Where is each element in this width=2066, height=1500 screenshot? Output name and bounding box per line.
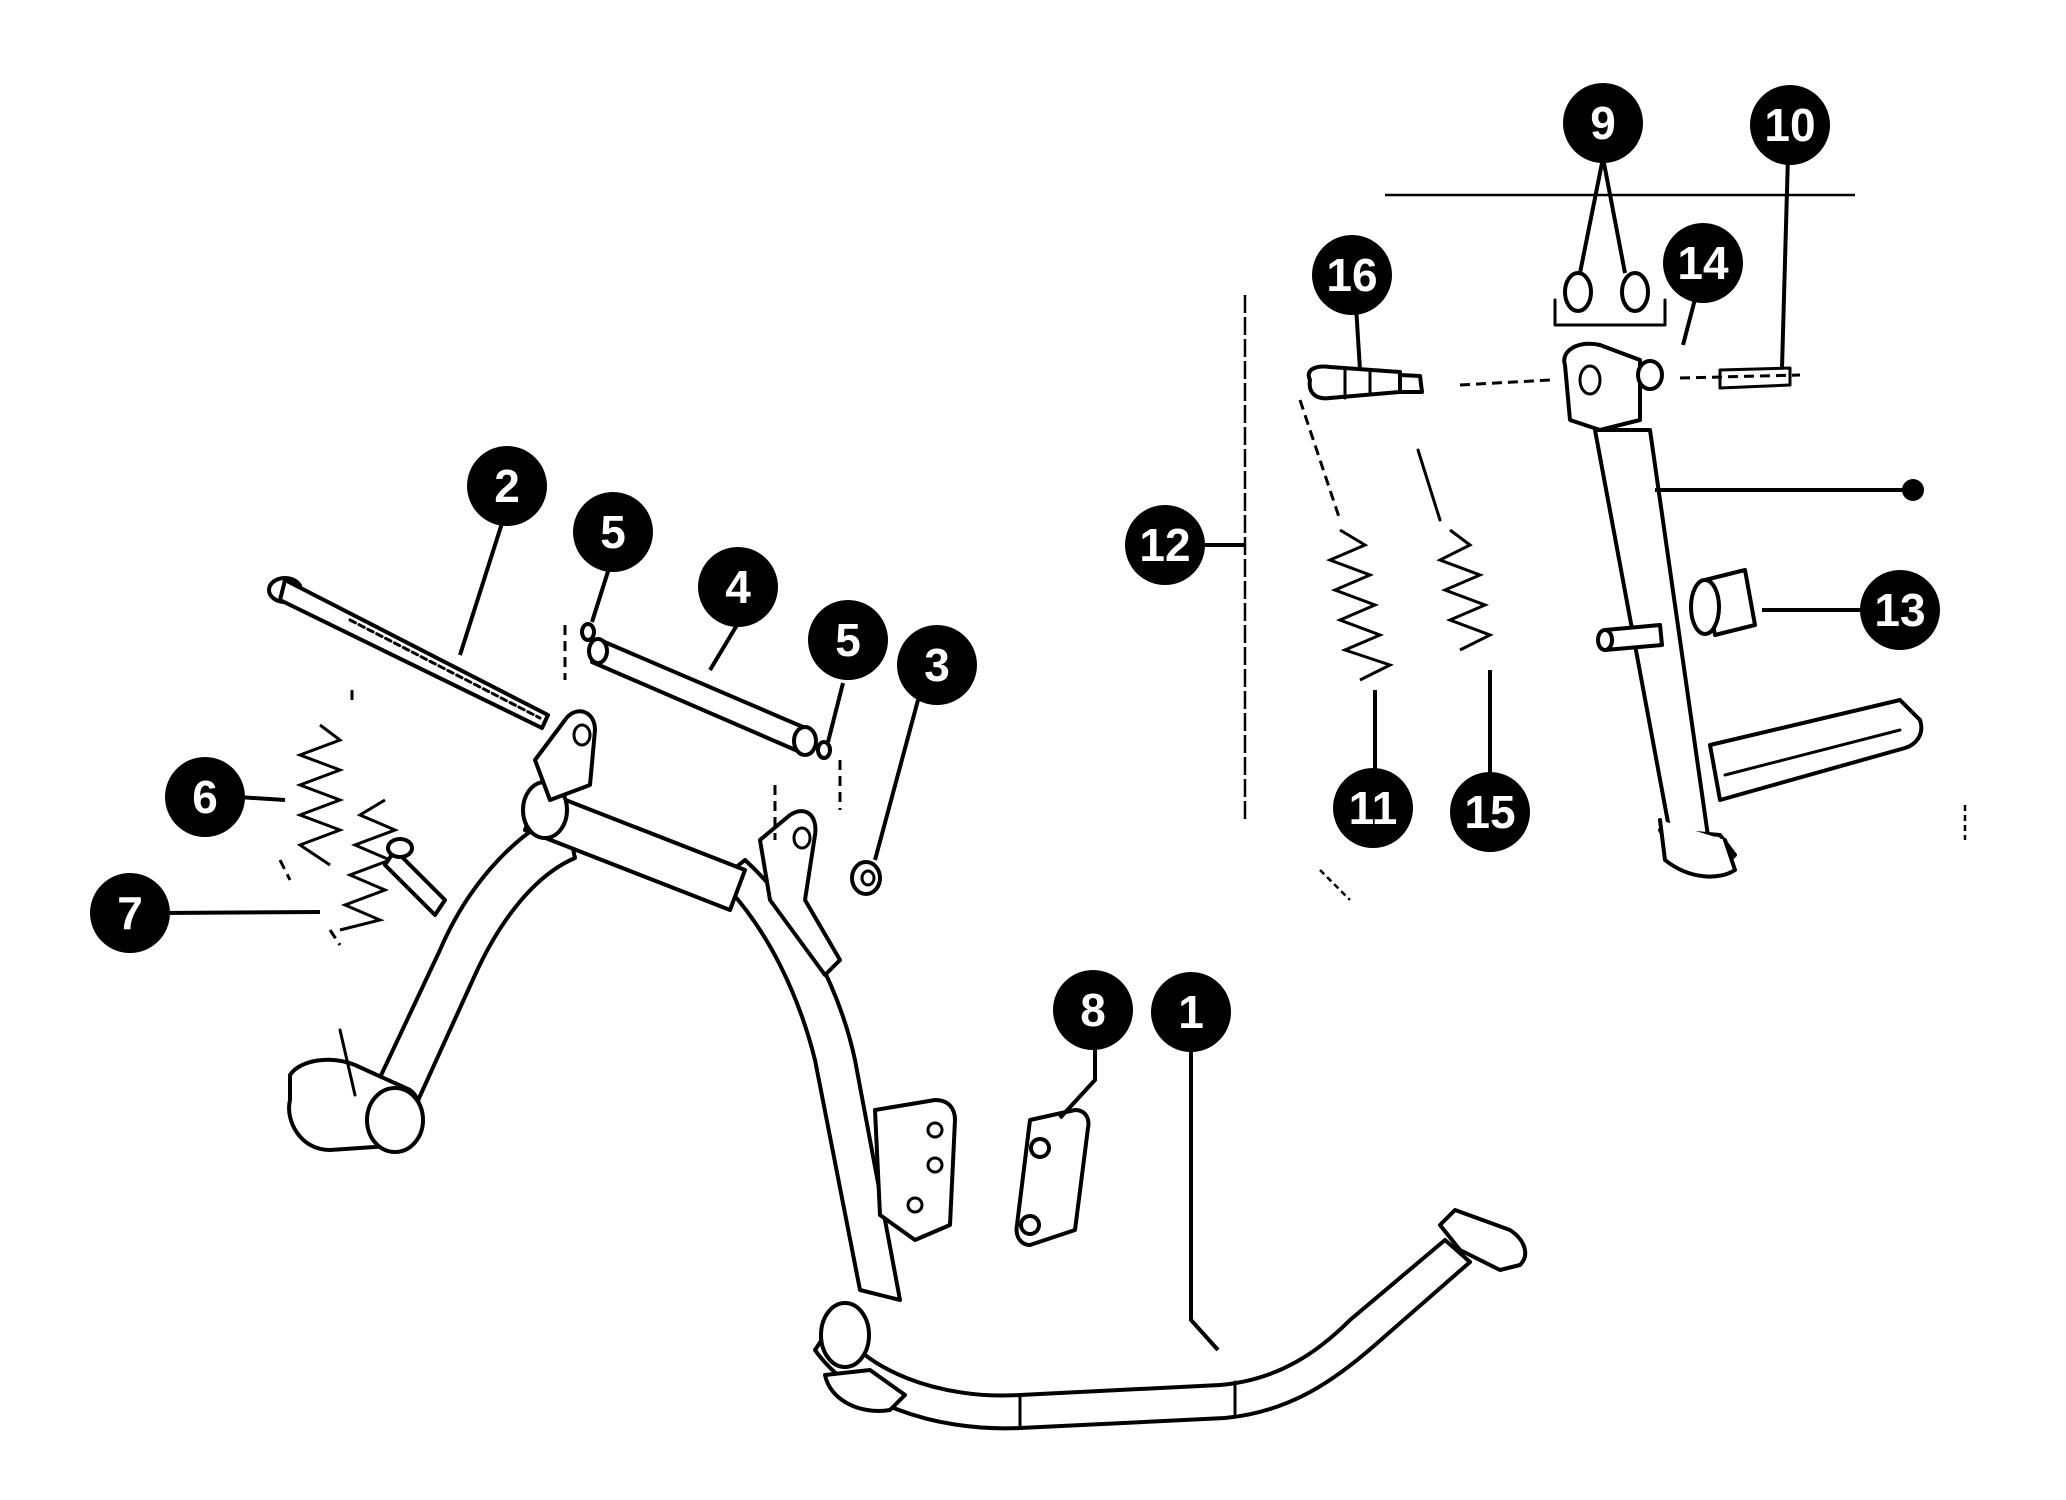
callout-15-label: 15 [1464,786,1515,838]
callout-3: 3 [897,625,977,705]
leader-9b [1601,157,1627,274]
side-stand-assembly [1243,193,1967,901]
callout-16-label: 16 [1326,249,1377,301]
leader-6 [237,795,286,802]
callout-7-label: 7 [117,887,143,939]
callout-1-label: 1 [1178,986,1204,1038]
washer-parts [563,622,842,840]
callout-12: 12 [1125,505,1205,585]
leader-9a [1578,157,1605,274]
callout-2-label: 2 [494,460,520,512]
spring-parts [278,690,447,946]
leader-5a [590,564,612,623]
callout-3-label: 3 [924,639,950,691]
callout-5b-label: 5 [835,614,861,666]
leader-8 [1058,1050,1097,1120]
callout-1: 1 [1151,972,1231,1052]
spacer-tube-part [587,637,818,757]
callout-13: 13 [1860,570,1940,650]
main-stand-part [287,709,1528,1431]
callout-2: 2 [467,446,547,526]
leader-5b [826,682,845,743]
callout-7: 7 [90,873,170,953]
callout-4-label: 4 [725,561,751,613]
callout-14: 14 [1663,223,1743,303]
callout-9: 9 [1563,83,1643,163]
leader-7 [159,910,321,915]
leader-lines [159,154,1905,1352]
leader-3 [873,699,920,861]
leader-1 [1189,1040,1220,1352]
callout-5a-label: 5 [600,506,626,558]
callout-13-label: 13 [1874,584,1925,636]
callout-16: 16 [1312,235,1392,315]
leader-4 [708,618,742,672]
callout-11: 11 [1333,768,1413,848]
callout-10: 10 [1750,85,1830,165]
callout-8: 8 [1053,970,1133,1050]
callout-6: 6 [165,757,245,837]
leader-2 [458,519,505,656]
callout-6-label: 6 [192,771,218,823]
callout-9-label: 9 [1590,97,1616,149]
callout-4: 4 [698,547,778,627]
bracket-block-part [1014,1108,1091,1247]
leader-10 [1780,154,1790,369]
callout-5a: 5 [573,492,653,572]
callout-11-label: 11 [1349,782,1398,834]
callout-5b: 5 [808,600,888,680]
callout-8-label: 8 [1080,984,1106,1036]
callout-15: 15 [1450,772,1530,852]
callout-14-label: 14 [1677,237,1729,289]
callout-12-label: 12 [1139,519,1190,571]
long-bolt-part [267,576,550,730]
nut-part [850,860,882,896]
callout-10-label: 10 [1764,99,1815,151]
